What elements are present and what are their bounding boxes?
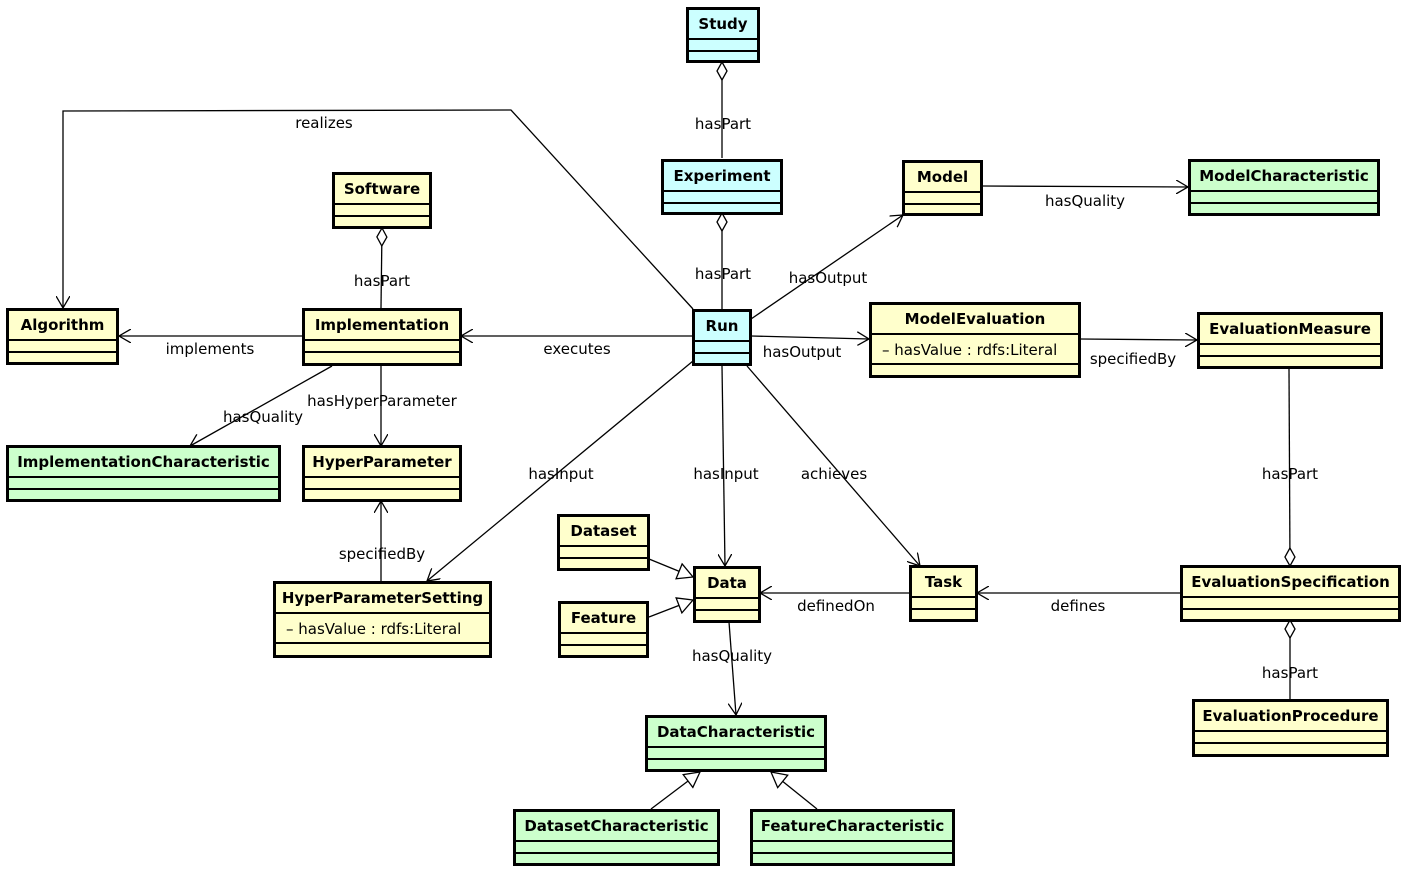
label-realizes: realizes <box>295 114 353 132</box>
class-name: Task <box>912 568 975 598</box>
class-name: EvaluationProcedure <box>1195 702 1386 732</box>
label-executes: executes <box>543 340 611 358</box>
class-name: Data <box>696 569 758 599</box>
label-model-has-quality: hasQuality <box>1044 192 1126 210</box>
class-name: Software <box>335 175 429 205</box>
class-name: Implementation <box>305 311 459 341</box>
edge-run-task <box>746 365 920 566</box>
class-name: Study <box>689 10 757 40</box>
class-name: Model <box>905 163 980 193</box>
class-evaluation-specification[interactable]: EvaluationSpecification <box>1180 565 1401 622</box>
class-software[interactable]: Software <box>332 172 432 229</box>
class-name: FeatureCharacteristic <box>753 812 952 842</box>
label-experiment-has-part: hasPart <box>694 265 752 283</box>
class-data[interactable]: Data <box>693 566 761 623</box>
label-defined-on: definedOn <box>797 597 875 615</box>
class-data-characteristic[interactable]: DataCharacteristic <box>645 715 827 772</box>
edge-datasetchar-datachar <box>650 772 700 810</box>
class-name: Algorithm <box>9 311 116 341</box>
label-specified-by-param: specifiedBy <box>338 545 426 563</box>
edge-run-modelevaluation <box>750 336 869 339</box>
edge-software-implementation <box>381 228 382 309</box>
label-specified-by-measure: specifiedBy <box>1089 350 1177 368</box>
edge-run-model <box>750 215 903 320</box>
edge-run-data <box>722 365 725 566</box>
class-name: EvaluationMeasure <box>1200 315 1380 345</box>
edge-model-modelcharacteristic <box>981 186 1188 187</box>
label-run-has-input-data: hasInput <box>693 465 759 483</box>
label-achieves: achieves <box>800 465 868 483</box>
label-implements: implements <box>165 340 255 358</box>
class-name: Experiment <box>664 162 780 192</box>
edge-measure-specification <box>1289 368 1290 566</box>
class-name: DataCharacteristic <box>648 718 824 748</box>
edge-featurechar-datachar <box>771 772 818 810</box>
class-experiment[interactable]: Experiment <box>661 159 783 215</box>
class-hyper-parameter-setting[interactable]: HyperParameterSetting – hasValue : rdfs:… <box>273 581 492 658</box>
label-impl-has-quality: hasQuality <box>222 408 304 426</box>
label-study-has-part: hasPart <box>694 115 752 133</box>
edge-data-datacharacteristic <box>729 621 736 715</box>
class-implementation[interactable]: Implementation <box>302 308 462 366</box>
class-task[interactable]: Task <box>909 565 978 622</box>
class-run[interactable]: Run <box>692 309 752 366</box>
label-has-hyper-parameter: hasHyperParameter <box>307 392 457 410</box>
class-evaluation-measure[interactable]: EvaluationMeasure <box>1197 312 1383 369</box>
class-attribute: – hasValue : rdfs:Literal <box>276 614 489 644</box>
class-dataset-characteristic[interactable]: DatasetCharacteristic <box>513 809 720 866</box>
class-model[interactable]: Model <box>902 160 983 216</box>
class-implementation-characteristic[interactable]: ImplementationCharacteristic <box>6 445 281 502</box>
class-name: EvaluationSpecification <box>1183 568 1398 598</box>
class-hyper-parameter[interactable]: HyperParameter <box>302 445 462 502</box>
class-algorithm[interactable]: Algorithm <box>6 308 119 365</box>
class-feature[interactable]: Feature <box>558 601 649 658</box>
label-run-has-input-setting: hasInput <box>528 465 594 483</box>
class-evaluation-procedure[interactable]: EvaluationProcedure <box>1192 699 1389 757</box>
class-name: Run <box>695 312 749 342</box>
label-spec-has-part: hasPart <box>1261 664 1319 682</box>
class-name: HyperParameterSetting <box>276 584 489 614</box>
label-measure-has-part: hasPart <box>1261 465 1319 483</box>
class-feature-characteristic[interactable]: FeatureCharacteristic <box>750 809 955 866</box>
label-run-has-output-evaluation: hasOutput <box>762 343 842 361</box>
class-dataset[interactable]: Dataset <box>557 514 650 571</box>
edge-run-algorithm-realizes <box>63 109 694 310</box>
edge-dataset-data <box>648 558 693 577</box>
class-name: DatasetCharacteristic <box>516 812 717 842</box>
edge-feature-data <box>648 600 693 618</box>
class-model-evaluation[interactable]: ModelEvaluation – hasValue : rdfs:Litera… <box>869 302 1081 378</box>
edge-modelevaluation-measure <box>1079 339 1197 340</box>
class-name: ModelCharacteristic <box>1191 162 1377 192</box>
class-attribute: – hasValue : rdfs:Literal <box>872 335 1078 365</box>
class-name: ImplementationCharacteristic <box>9 448 278 478</box>
class-name: ModelEvaluation <box>872 305 1078 335</box>
class-name: Feature <box>561 604 646 634</box>
class-name: HyperParameter <box>305 448 459 478</box>
label-defines: defines <box>1050 597 1106 615</box>
class-study[interactable]: Study <box>686 7 760 63</box>
edge-run-hyperparametersetting <box>427 360 694 581</box>
label-software-has-part: hasPart <box>353 272 411 290</box>
class-name: Dataset <box>560 517 647 547</box>
label-data-has-quality: hasQuality <box>691 647 773 665</box>
class-model-characteristic[interactable]: ModelCharacteristic <box>1188 159 1380 216</box>
label-run-has-output-model: hasOutput <box>788 269 868 287</box>
edge-implementation-implchar <box>190 365 333 446</box>
